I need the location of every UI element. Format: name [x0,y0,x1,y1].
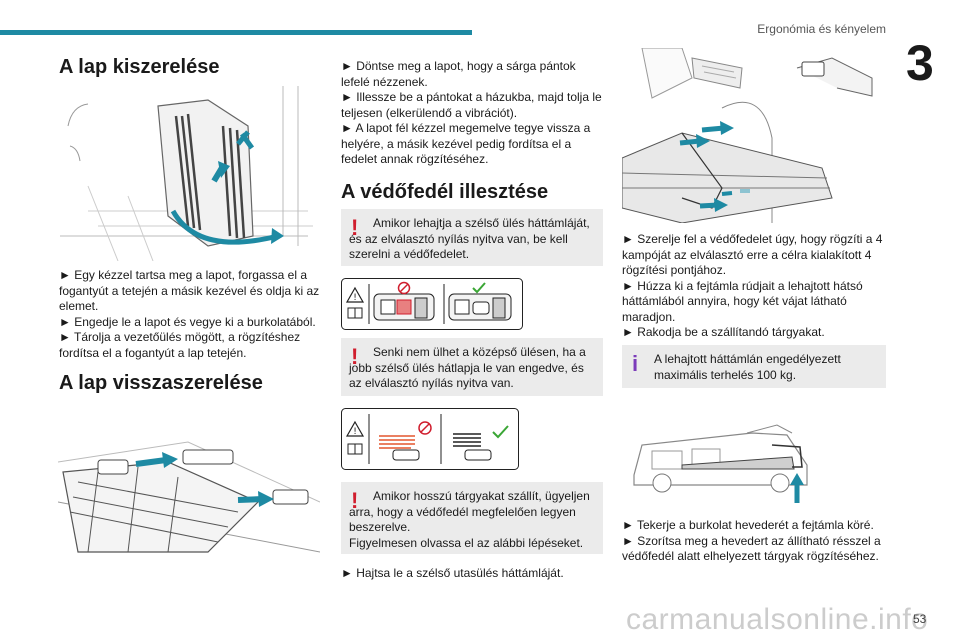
refit-steps: ► Döntse meg a lapot, hogy a sárga pánto… [341,59,603,168]
warning-exclamation-icon: ! [351,215,359,240]
info-icon: i [632,351,639,376]
warning-note-2: ! Senki nem ülhet a középső ülésen, ha a… [341,338,603,396]
removal-step-3: ► Tárolja a vezetőülés mögött, a rögzíté… [59,330,301,360]
warning-2-line-1: Senki nem ülhet a középső ülésen, ha a [373,345,586,359]
warning-1-rest: és az elválasztó nyílás nyitva van, be k… [349,231,568,262]
removal-steps: ► Egy kézzel tartsa meg a lapot, forgass… [59,268,321,361]
warning-2-rest: jobb szélső ülés hátlapja le van engedve… [349,360,584,391]
cover-fitting-illustration [622,48,886,223]
manual-book-icon [347,307,363,319]
safety-label-2: ! [341,408,519,470]
checkmark-icon [492,425,509,439]
cover-step-fold-text: ► Hajtsa le a szélső utasülés háttámlájá… [341,566,564,580]
fitting-step-1: ► Szerelje fel a védőfedelet úgy, hogy r… [622,232,883,277]
removal-illustration [58,86,320,261]
warning-3-extra: Figyelmesen olvassa el az alábbi lépések… [349,535,584,550]
warning-note-3: ! Amikor hosszú tárgyakat szállít, ügyel… [341,482,603,554]
fitting-steps: ► Szerelje fel a védőfedelet úgy, hogy r… [622,232,886,341]
svg-text:!: ! [353,427,357,437]
fitting-step-2: ► Húzza ki a fejtámla rúdjait a lehajtot… [622,278,863,324]
removal-step-2: ► Engedje le a lapot és vegye ki a burko… [59,314,316,329]
page-number: 53 [913,612,927,626]
refit-step-2: ► Illessze be a pántokat a házukba, majd… [341,90,602,120]
warning-triangle-icon: ! [345,420,365,437]
refit-illustration [58,402,320,574]
info-note-load: i A lehajtott háttámlán engedélyezett ma… [622,345,886,388]
fitting-step-3: ► Rakodja be a szállítandó tárgyakat. [622,325,825,339]
cover-step-fold: ► Hajtsa le a szélső utasülés háttámlájá… [341,566,603,582]
section-heading-removal: A lap kiszerelése [59,56,220,78]
strap-steps: ► Tekerje a burkolat hevederét a fejtáml… [622,518,886,565]
warning-exclamation-icon: ! [351,344,359,369]
checkmark-icon [472,282,486,294]
info-rest: maximális terhelés 100 kg. [654,367,797,382]
page-header-title: Ergonómia és kényelem [757,22,886,36]
warning-1-line-1: Amikor lehajtja a szélső ülés háttámlájá… [373,216,590,230]
warning-note-1: ! Amikor lehajtja a szélső ülés háttámlá… [341,209,603,266]
section-heading-refit: A lap visszaszerelése [59,372,263,394]
header-accent-bar [0,30,472,35]
safety-label-1: ! [341,278,523,330]
refit-step-1: ► Döntse meg a lapot, hogy a sárga pánto… [341,59,576,89]
removal-step-1: ► Egy kézzel tartsa meg a lapot, forgass… [59,268,320,313]
section-heading-cover: A védőfedél illesztése [341,181,549,203]
info-line-1: A lehajtott háttámlán engedélyezett [654,352,841,366]
strap-illustration [622,405,822,505]
strap-step-2: ► Szorítsa meg a hevedert az állítható r… [622,533,881,564]
prohibited-icon [418,421,432,435]
manual-book-icon [347,443,363,455]
svg-text:!: ! [353,293,357,303]
strap-step-1: ► Tekerje a burkolat hevederét a fejtáml… [622,518,874,532]
prohibited-icon [397,281,411,295]
warning-triangle-icon: ! [345,286,365,303]
warning-3-line-1: Amikor hosszú tárgyakat szállít, ügyelje… [373,489,590,503]
chapter-number: 3 [906,35,934,91]
refit-step-3: ► A lapot fél kézzel megemelve tegye vis… [341,121,591,166]
warning-3-rest: arra, hogy a védőfedél megfelelően legye… [349,504,576,535]
watermark: carmanualsonline.info [626,603,929,636]
warning-exclamation-icon: ! [351,488,359,513]
